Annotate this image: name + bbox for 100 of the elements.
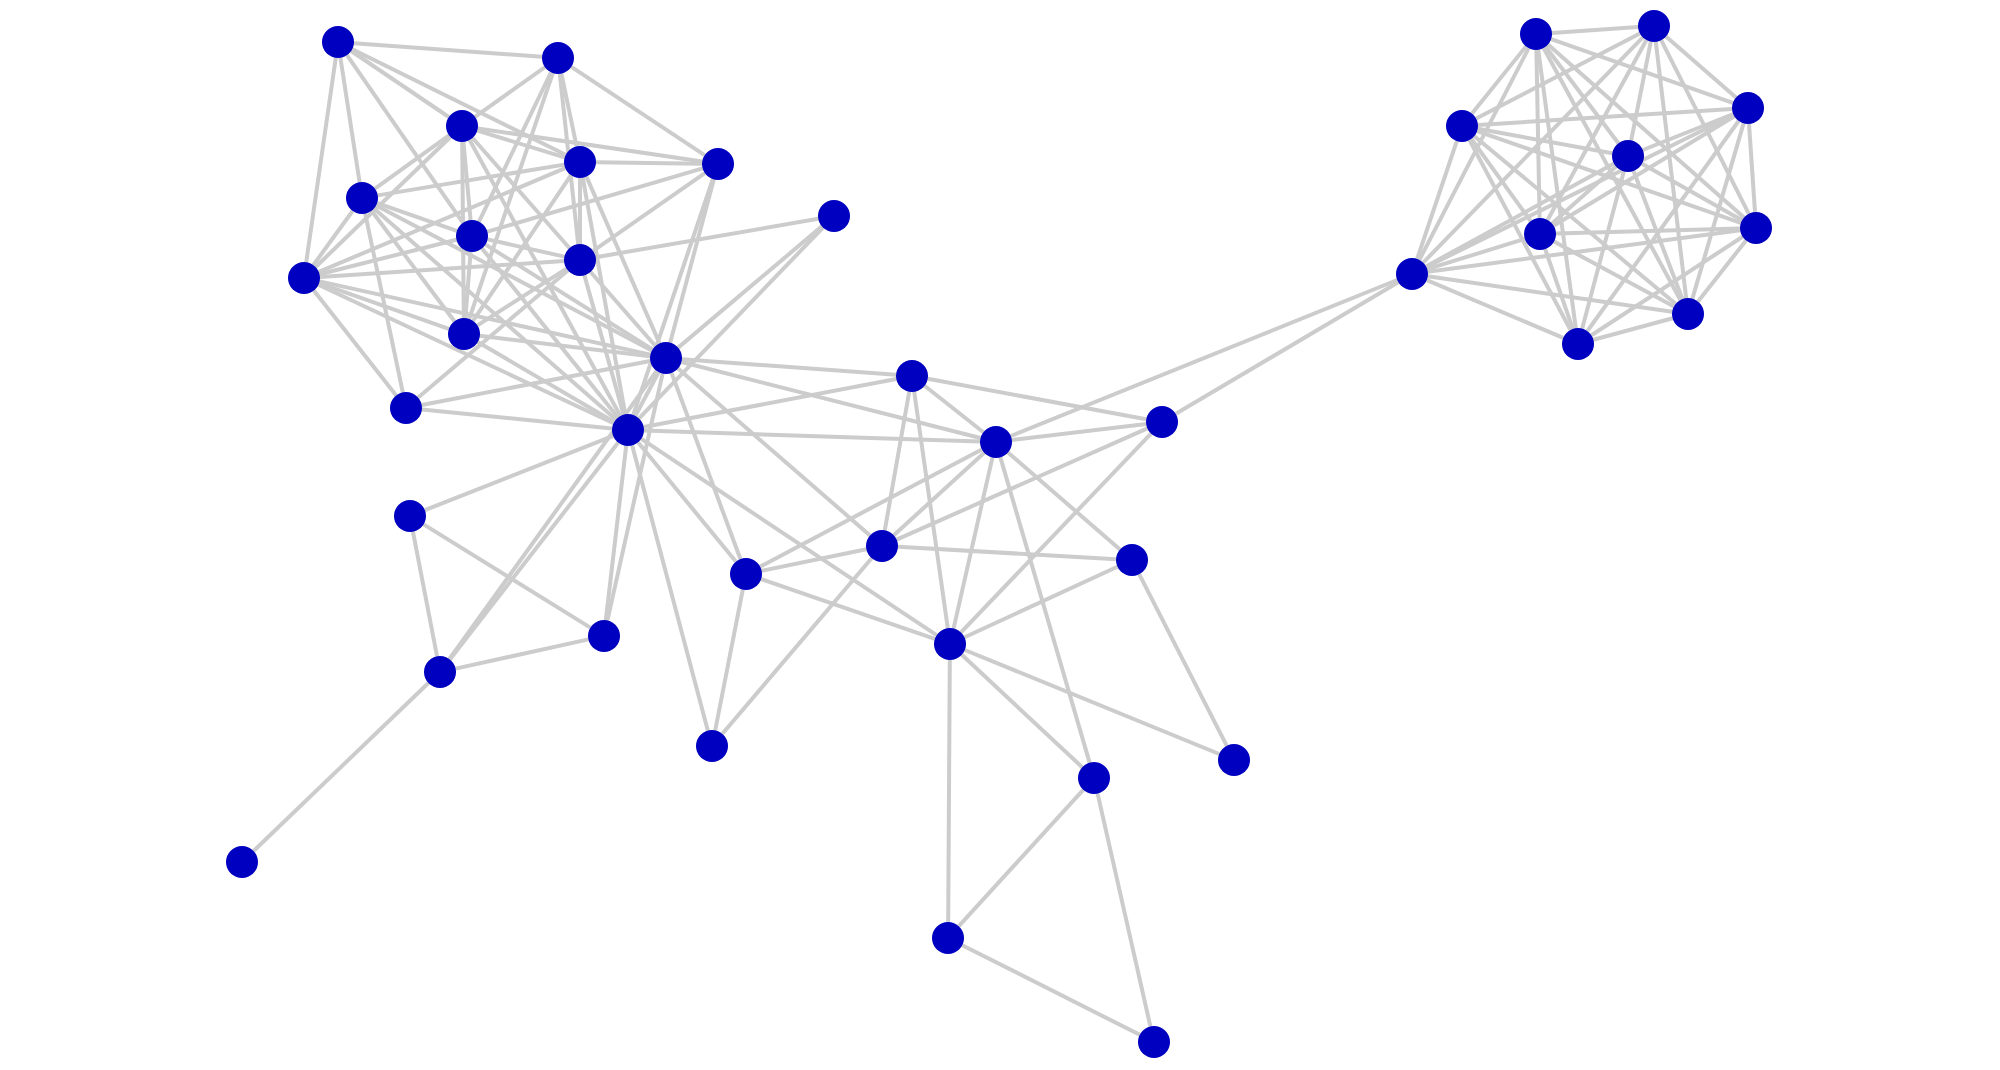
connector-line [372, 207, 618, 421]
network-node [1078, 762, 1110, 794]
connector-line [1747, 123, 1757, 213]
connector-line [1174, 280, 1400, 416]
connector-line [1555, 226, 1741, 236]
connector-line [319, 279, 651, 357]
network-node [1396, 258, 1428, 290]
connector-line [923, 384, 985, 434]
connector-line [345, 54, 465, 224]
connector-line [463, 251, 473, 319]
connector-line [1553, 239, 1675, 309]
connector-line [882, 391, 912, 531]
connector-line [1664, 35, 1738, 99]
connector-line [1642, 112, 1734, 152]
connector-line [760, 577, 936, 641]
connector-line [643, 377, 897, 429]
connector-line [595, 160, 703, 166]
connector-line [713, 589, 745, 731]
connector-line [1551, 25, 1639, 35]
network-node [932, 922, 964, 954]
connector-line [476, 266, 568, 328]
connector-line [681, 360, 981, 440]
connector-line [1426, 236, 1526, 272]
network-node [896, 360, 928, 392]
connector-line [946, 660, 952, 922]
connector-line [681, 357, 897, 377]
connector-line [473, 65, 547, 119]
connector-line [350, 49, 450, 119]
connector-line [951, 457, 995, 629]
connector-line [570, 65, 706, 157]
connector-line [377, 162, 565, 198]
connector-line [448, 441, 620, 661]
connector-line [471, 174, 573, 322]
connector-line [1696, 239, 1748, 303]
connector-line [963, 565, 1119, 639]
connector-line [1475, 31, 1641, 121]
connector-line [376, 201, 458, 233]
connector-line [957, 788, 1085, 928]
network-node [1740, 212, 1772, 244]
connector-line [1477, 107, 1733, 127]
connector-line [317, 283, 615, 425]
connector-line [630, 444, 710, 732]
connector-line [1476, 129, 1742, 225]
connector-line [455, 637, 589, 671]
connector-line [1095, 793, 1153, 1027]
connector-line [636, 441, 738, 563]
connector-line [592, 171, 706, 253]
network-node [542, 42, 574, 74]
network-node [1732, 92, 1764, 124]
network-node [934, 628, 966, 660]
connector-line [559, 73, 579, 147]
network-node [446, 110, 478, 142]
connector-line [1592, 316, 1674, 342]
connector-line [1427, 228, 1741, 274]
connector-line [351, 47, 567, 157]
network-node [1146, 406, 1178, 438]
connector-line [605, 373, 665, 621]
connector-line [1653, 41, 1689, 299]
connector-line [311, 209, 355, 267]
connector-line [1585, 119, 1741, 333]
network-node [1520, 18, 1552, 50]
connector-line [411, 531, 439, 657]
connector-line [1545, 39, 1649, 221]
network-node [612, 414, 644, 446]
connector-line [484, 242, 654, 352]
connector-line [424, 433, 614, 513]
connector-line [1534, 49, 1542, 219]
network-node [1638, 10, 1670, 42]
connector-line [1552, 114, 1736, 228]
network-node [1612, 140, 1644, 172]
connector-line [476, 340, 616, 424]
connector-line [720, 556, 874, 736]
connector-line [479, 333, 651, 359]
connector-line [582, 274, 626, 416]
connector-line [486, 166, 704, 234]
connector-line [761, 547, 867, 573]
network-node [818, 200, 850, 232]
connector-line [370, 209, 456, 323]
network-node [456, 220, 488, 252]
connector-line [1011, 422, 1147, 442]
network-node [1524, 218, 1556, 250]
connector-line [557, 73, 581, 245]
connector-line [363, 213, 405, 393]
connector-line [375, 203, 653, 353]
connector-line [631, 178, 715, 416]
connector-line [668, 178, 716, 344]
connector-line [676, 224, 824, 350]
connector-line [595, 216, 819, 260]
connector-line [318, 281, 450, 331]
connector-line [318, 166, 566, 274]
network-node [730, 558, 762, 590]
connector-line [1629, 41, 1653, 141]
connector-line [467, 72, 555, 320]
connector-line [1137, 573, 1229, 747]
connector-line [998, 456, 1092, 764]
network-node [696, 730, 728, 762]
network-node [288, 262, 320, 294]
connector-line [304, 57, 338, 263]
connector-line [1467, 139, 1573, 331]
connector-line [927, 376, 1147, 422]
